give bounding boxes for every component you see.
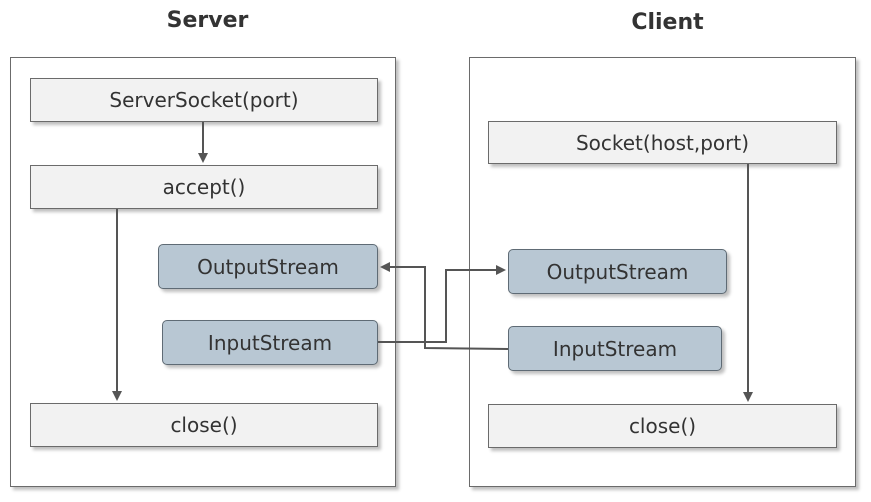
client-title: Client (631, 10, 704, 35)
server-output-stream-box: OutputStream (158, 244, 378, 289)
accept-box: accept() (30, 165, 378, 209)
client-close-box: close() (488, 404, 837, 448)
arrow-server-input-to-client-output (378, 265, 506, 343)
client-input-stream-box: InputStream (508, 326, 722, 371)
socket-box: Socket(host,port) (488, 121, 837, 164)
client-output-stream-box: OutputStream (508, 249, 727, 294)
server-close-box: close() (30, 403, 378, 447)
server-title: Server (166, 8, 249, 33)
server-input-stream-box: InputStream (162, 320, 378, 365)
server-socket-box: ServerSocket(port) (30, 78, 378, 122)
arrow-client-input-to-server-output (380, 262, 509, 350)
